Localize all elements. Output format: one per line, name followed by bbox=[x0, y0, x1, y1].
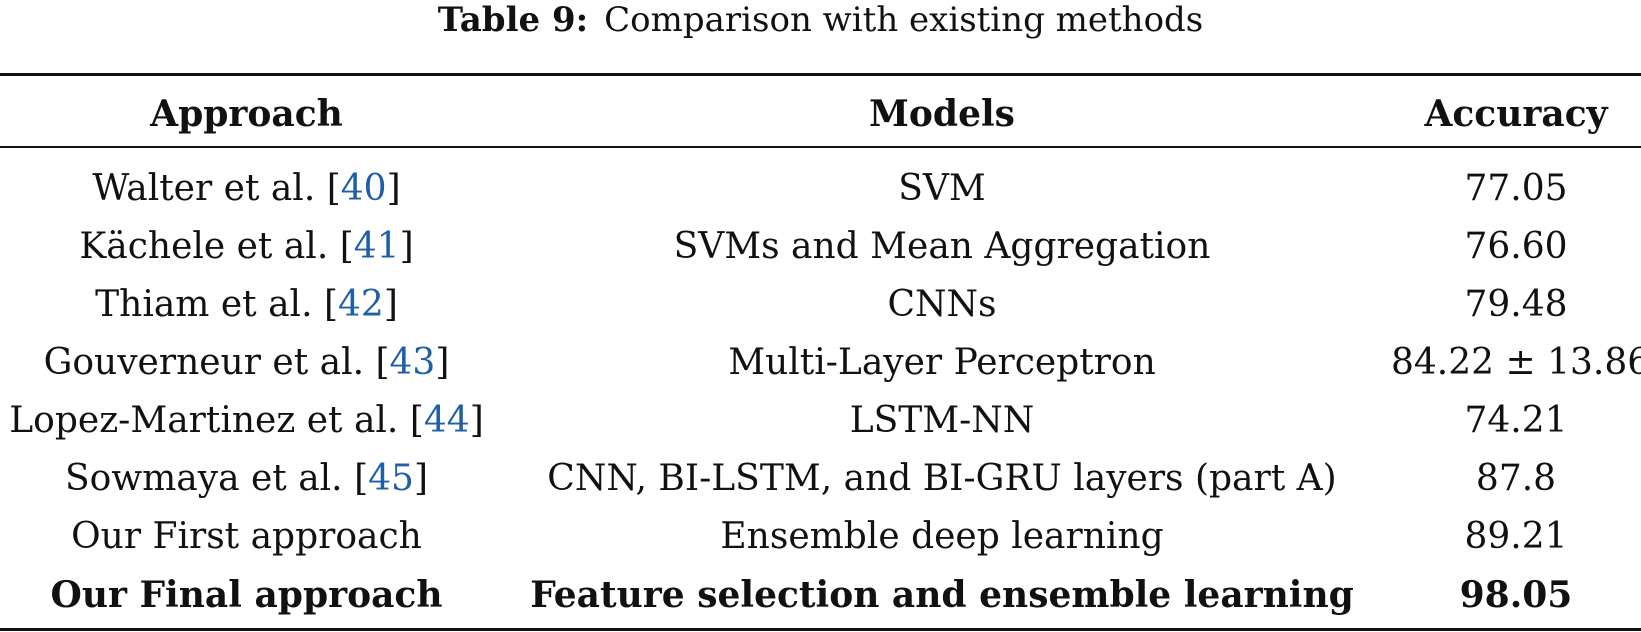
header-approach: Approach bbox=[150, 93, 343, 135]
approach-name: Kächele et al. bbox=[79, 226, 329, 267]
table-header-row: Approach Models Accuracy bbox=[0, 84, 1641, 144]
table-caption: Table 9: Comparison with existing methods bbox=[0, 0, 1641, 40]
cell-accuracy: 77.05 bbox=[1464, 168, 1568, 209]
citation-link[interactable]: 43 bbox=[389, 342, 436, 383]
table-caption-label: Table 9: bbox=[437, 0, 589, 40]
citation-link[interactable]: 45 bbox=[368, 458, 414, 499]
cell-model: Feature selection and ensemble learning bbox=[530, 574, 1354, 616]
cell-approach: Walter et al. [40] bbox=[92, 168, 401, 209]
cell-model: SVMs and Mean Aggregation bbox=[673, 226, 1211, 267]
cell-accuracy: 84.22 ± 13.86 bbox=[1391, 342, 1641, 383]
approach-name: Our Final approach bbox=[50, 574, 443, 616]
header-accuracy: Accuracy bbox=[1424, 93, 1608, 135]
citation-link[interactable]: 40 bbox=[340, 168, 387, 209]
citation-link[interactable]: 44 bbox=[423, 400, 470, 441]
cell-accuracy: 89.21 bbox=[1464, 516, 1568, 557]
approach-name: Sowmaya et al. bbox=[65, 458, 343, 499]
table-bottom-rule bbox=[0, 628, 1641, 631]
cell-approach: Gouverneur et al. [43] bbox=[43, 342, 450, 383]
cell-model: LSTM-NN bbox=[849, 400, 1035, 441]
table-caption-text: Comparison with existing methods bbox=[604, 0, 1204, 40]
cell-model: CNNs bbox=[887, 284, 997, 325]
approach-name: Gouverneur et al. bbox=[43, 342, 365, 383]
cell-accuracy: 74.21 bbox=[1464, 400, 1568, 441]
approach-name: Thiam et al. bbox=[95, 284, 313, 325]
approach-name: Lopez-Martinez et al. bbox=[9, 400, 399, 441]
table-top-rule bbox=[0, 73, 1641, 76]
cell-accuracy: 98.05 bbox=[1459, 574, 1573, 616]
cell-model: Multi-Layer Perceptron bbox=[728, 342, 1156, 383]
cell-approach: Our First approach bbox=[0, 508, 493, 566]
cell-approach: Lopez-Martinez et al. [44] bbox=[9, 400, 484, 441]
cell-model: Ensemble deep learning bbox=[720, 516, 1164, 557]
cell-accuracy: 76.60 bbox=[1464, 226, 1568, 267]
cell-approach: Thiam et al. [42] bbox=[95, 284, 398, 325]
cell-model: CNN, BI-LSTM, and BI-GRU layers (part A) bbox=[547, 458, 1337, 499]
cell-approach: Kächele et al. [41] bbox=[79, 226, 414, 267]
approach-name: Walter et al. bbox=[92, 168, 316, 209]
cell-approach: Our Final approach bbox=[0, 566, 493, 624]
cell-accuracy: 87.8 bbox=[1475, 458, 1557, 499]
header-models: Models bbox=[869, 93, 1015, 135]
cell-approach: Sowmaya et al. [45] bbox=[65, 458, 428, 499]
citation-link[interactable]: 41 bbox=[353, 226, 400, 267]
approach-name: Our First approach bbox=[71, 516, 422, 557]
table-header-rule bbox=[0, 146, 1641, 148]
cell-accuracy: 79.48 bbox=[1464, 284, 1568, 325]
cell-model: SVM bbox=[898, 168, 986, 209]
citation-link[interactable]: 42 bbox=[338, 284, 384, 325]
